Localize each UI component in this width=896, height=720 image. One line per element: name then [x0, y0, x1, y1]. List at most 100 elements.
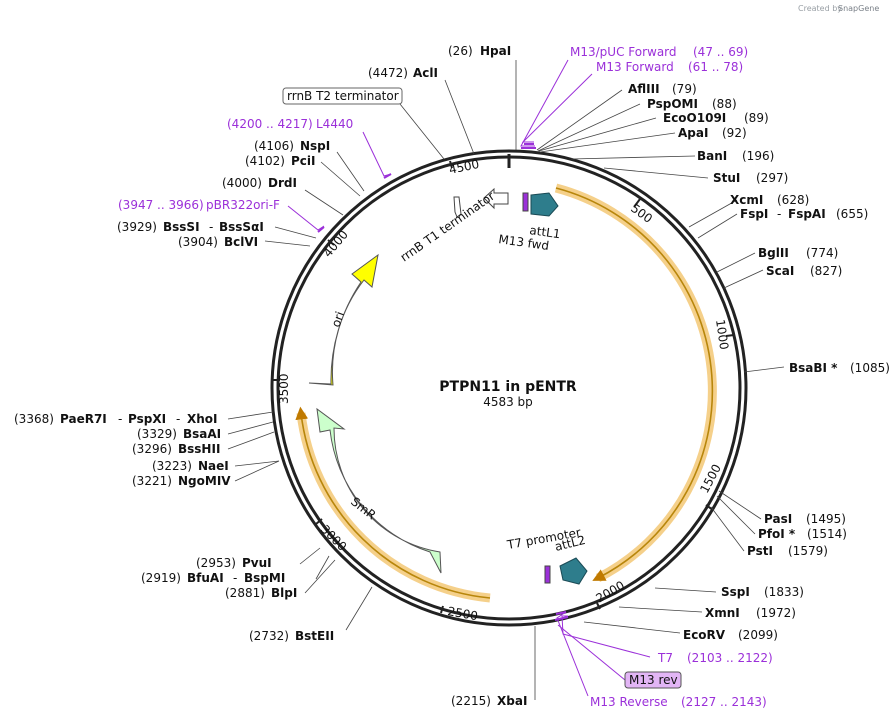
- bsteii-pos: (2732): [249, 629, 289, 643]
- gene-cds-arc-highlight: [554, 183, 717, 583]
- m13-fwd-site[interactable]: [522, 192, 529, 212]
- m13-rev-label-box: [624, 671, 682, 689]
- sspi-label[interactable]: SspI: [721, 585, 750, 599]
- svg-text:-: -: [118, 412, 122, 426]
- svg-text:-: -: [233, 571, 237, 585]
- m13-forward-range: (61 .. 78): [688, 60, 743, 74]
- scai-label[interactable]: ScaI: [766, 264, 794, 278]
- pbr322-label[interactable]: pBR322ori-F: [206, 198, 280, 212]
- acli-label[interactable]: AclI: [413, 66, 438, 80]
- paer7i-label[interactable]: PaeR7I: [60, 412, 107, 426]
- plasmid-name: PTPN11 in pENTR: [439, 379, 577, 395]
- afliii-pos: (79): [672, 82, 697, 96]
- ecoo109i-label[interactable]: EcoO109I: [663, 111, 726, 125]
- xmni-pos: (1972): [756, 606, 796, 620]
- bsshii-label[interactable]: BssHII: [178, 442, 220, 456]
- bsabi-pos: (1085): [850, 361, 890, 375]
- stui-pos: (297): [756, 171, 788, 185]
- naei-pos: (3223): [152, 459, 192, 473]
- ruler-label-4500: 4500: [448, 157, 481, 177]
- created-by-text: Created by: [798, 4, 842, 13]
- svg-text:-: -: [209, 220, 213, 234]
- bsteii-label[interactable]: BstEII: [295, 629, 334, 643]
- ori-feature[interactable]: [308, 253, 379, 386]
- apai-label[interactable]: ApaI: [678, 126, 708, 140]
- pspxi-label[interactable]: PspXI: [128, 412, 166, 426]
- pvui-pos: (2953): [196, 556, 236, 570]
- m13-rev-label[interactable]: M13 rev: [629, 673, 678, 687]
- ecoo109i-pos: (89): [744, 111, 769, 125]
- m13-forward-label[interactable]: M13 Forward: [596, 60, 674, 74]
- rrnb-t1-label: rrnB T1 terminator: [398, 189, 498, 265]
- bglii-label[interactable]: BglII: [758, 246, 789, 260]
- t7-primer-range: (2103 .. 2122): [687, 651, 773, 665]
- apai-pos: (92): [722, 126, 747, 140]
- xbai-label[interactable]: XbaI: [497, 694, 527, 708]
- afliii-label[interactable]: AflIII: [628, 82, 660, 96]
- naei-label[interactable]: NaeI: [198, 459, 229, 473]
- stui-label[interactable]: StuI: [713, 171, 740, 185]
- blpi-label[interactable]: BlpI: [271, 586, 297, 600]
- gene-cds-arc[interactable]: [555, 187, 714, 581]
- smr-cds-highlight: [296, 412, 491, 603]
- smr-cds-line[interactable]: [295, 406, 491, 599]
- drdi-label[interactable]: DrdI: [268, 176, 297, 190]
- fspai-label[interactable]: FspAI: [788, 207, 826, 221]
- psti-label[interactable]: PstI: [747, 544, 773, 558]
- ecorv-pos: (2099): [738, 628, 778, 642]
- nspi-label[interactable]: NspI: [300, 139, 330, 153]
- bsabi-label[interactable]: BsaBI *: [789, 361, 838, 375]
- ngomiv-pos: (3221): [132, 474, 172, 488]
- bglii-pos: (774): [806, 246, 838, 260]
- t7-promoter-site[interactable]: [544, 565, 551, 584]
- pasi-label[interactable]: PasI: [764, 512, 792, 526]
- t7-primer-label[interactable]: T7: [657, 651, 673, 665]
- site-leader-lines: [227, 60, 785, 700]
- rrnb-t2-label[interactable]: rrnB T2 terminator: [287, 89, 399, 103]
- pspomi-label[interactable]: PspOMI: [647, 97, 698, 111]
- bspmi-label[interactable]: BspMI: [244, 571, 285, 585]
- drdi-pos: (4000): [222, 176, 262, 190]
- xcmi-label[interactable]: XcmI: [730, 193, 763, 207]
- ori-label: ori: [329, 310, 347, 329]
- bsssai-label[interactable]: BssSαI: [219, 220, 264, 234]
- m13-puc-forward-label[interactable]: M13/pUC Forward: [570, 45, 677, 59]
- svg-text:-: -: [777, 207, 781, 221]
- acli-pos: (4472): [368, 66, 408, 80]
- pvui-label[interactable]: PvuI: [242, 556, 272, 570]
- m13-reverse-label[interactable]: M13 Reverse: [590, 695, 668, 709]
- l4440-label[interactable]: L4440: [316, 117, 353, 131]
- hpai-label[interactable]: HpaI: [480, 44, 511, 58]
- rrnb-t1-arrow[interactable]: [483, 187, 509, 210]
- xmni-label[interactable]: XmnI: [705, 606, 740, 620]
- bsaai-label[interactable]: BsaAI: [183, 427, 221, 441]
- plasmid-size: 4583 bp: [483, 395, 533, 409]
- pcii-pos: (4102): [245, 154, 285, 168]
- bclvi-label[interactable]: BclVI: [224, 235, 258, 249]
- blpi-pos: (2881): [225, 586, 265, 600]
- bsssi-pos: (3929): [117, 220, 157, 234]
- pcii-label[interactable]: PciI: [291, 154, 316, 168]
- l4440-range: (4200 .. 4217): [227, 117, 313, 131]
- pasi-pos: (1495): [806, 512, 846, 526]
- attl1-feature[interactable]: [530, 192, 559, 217]
- bclvi-pos: (3904): [178, 235, 218, 249]
- fspi-label[interactable]: FspI: [740, 207, 768, 221]
- pfoi-label[interactable]: PfoI *: [758, 527, 796, 541]
- m13-puc-forward-range: (47 .. 69): [693, 45, 748, 59]
- bfuai-label[interactable]: BfuAI: [187, 571, 224, 585]
- ngomiv-label[interactable]: NgoMIV: [178, 474, 231, 488]
- attl2-feature[interactable]: [559, 557, 588, 585]
- bsaai-pos: (3329): [137, 427, 177, 441]
- bani-label[interactable]: BanI: [697, 149, 727, 163]
- svg-text:-: -: [176, 412, 180, 426]
- hpai-pos: (26): [448, 44, 473, 58]
- xhoi-label[interactable]: XhoI: [187, 412, 218, 426]
- rrnb-t1-terminator-feature[interactable]: [453, 196, 462, 218]
- bsssi-label[interactable]: BssSI: [163, 220, 200, 234]
- smr-feature[interactable]: [316, 407, 442, 574]
- xcmi-pos: (628): [777, 193, 809, 207]
- pspomi-pos: (88): [712, 97, 737, 111]
- ecorv-label[interactable]: EcoRV: [683, 628, 726, 642]
